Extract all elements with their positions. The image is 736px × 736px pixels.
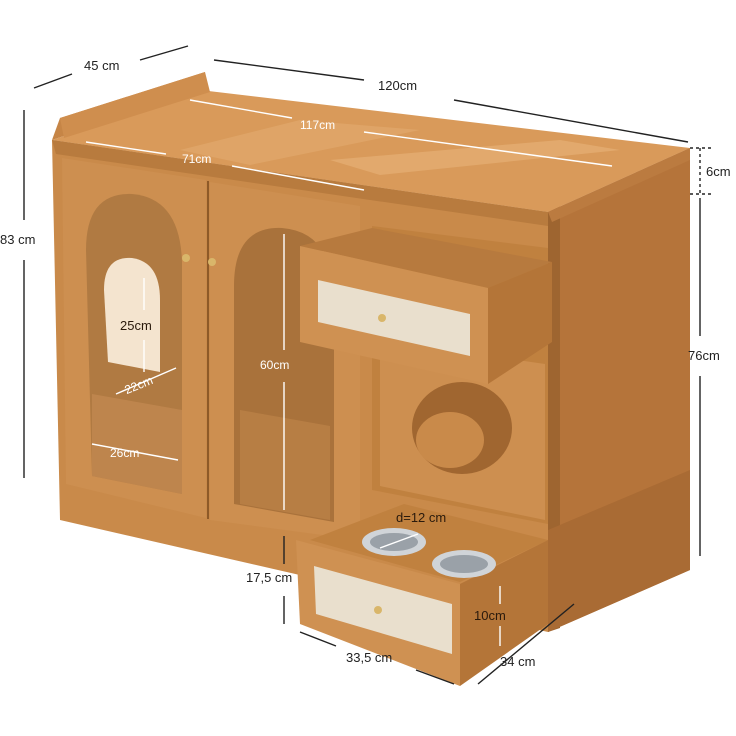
cabinet-top <box>52 90 690 212</box>
label-inner-width: 117cm <box>300 118 336 132</box>
label-drawer-depth: 10cm <box>474 608 506 623</box>
label-width: 120cm <box>378 78 418 93</box>
label-door-opening: 60cm <box>260 358 290 372</box>
label-side-height: 76cm <box>688 348 720 363</box>
label-drawer-width: 33,5 cm <box>346 650 393 665</box>
label-arch-width: 26cm <box>110 446 140 460</box>
label-height: 83 cm <box>0 232 36 247</box>
door-knob-right <box>208 258 216 266</box>
upper-drawer-knob <box>378 314 386 322</box>
label-depth: 45 cm <box>84 58 120 73</box>
label-bowl-diameter: d=12 cm <box>396 510 447 525</box>
label-door-width: 71cm <box>182 152 212 166</box>
label-drawer-height: 17,5 cm <box>246 570 293 585</box>
label-drawer-length: 34 cm <box>500 654 536 669</box>
lower-drawer-knob <box>374 606 382 614</box>
lower-drawer-rattan <box>314 566 452 654</box>
label-arch-height: 25cm <box>120 318 152 333</box>
upper-drawer-rattan <box>318 280 470 356</box>
upper-drawer <box>300 228 552 288</box>
label-top-thickness: 6cm <box>706 164 731 179</box>
door-knob-left <box>182 254 190 262</box>
